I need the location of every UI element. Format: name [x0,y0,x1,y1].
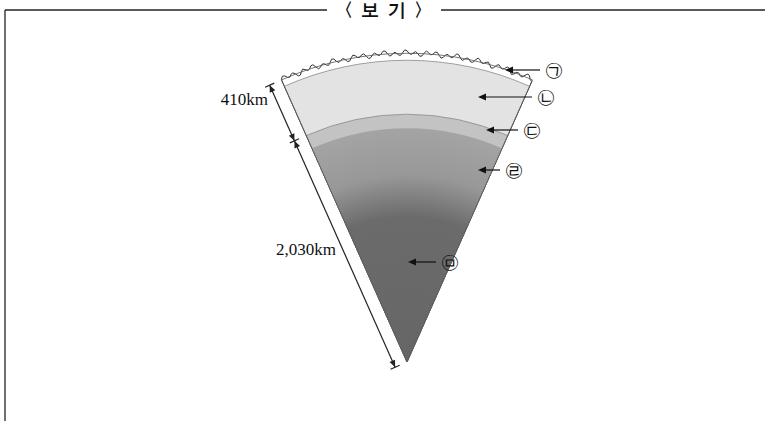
leader-arrowhead [478,167,486,174]
leader-arrowhead [486,127,494,134]
dimension-arrowhead [270,85,276,93]
dimension-arrowhead [294,141,300,149]
leader-arrow [511,69,540,70]
leader-arrowhead [408,259,416,266]
frame-left [4,10,5,421]
leader-arrow [484,96,532,97]
wedge-outline [282,53,533,362]
leader-arrow [484,169,500,170]
callout-mark: ㉣ [505,160,523,180]
callout-mark: ㉤ [441,252,459,272]
dimension-line [270,85,395,367]
dimension-arrowhead [390,360,396,368]
leader-arrowhead [505,67,513,74]
transition-zone-layer [306,114,507,362]
dimension-label: 410km [221,91,268,110]
leader-arrow [414,261,436,262]
callout-mark: ㉢ [523,120,541,140]
leader-arrowhead [478,94,486,101]
callout-mark: ㉡ [537,87,555,107]
dimension-tick [265,83,274,87]
leader-arrow [492,129,518,130]
dimension-arrowhead [289,133,295,141]
dimension-label: 2,030km [276,241,336,260]
upper-mantle-layer [284,60,529,362]
callout-mark: ㉠ [545,60,563,80]
crust-layer [281,50,531,362]
box-title: 〈 보 기 〉 [327,0,441,20]
